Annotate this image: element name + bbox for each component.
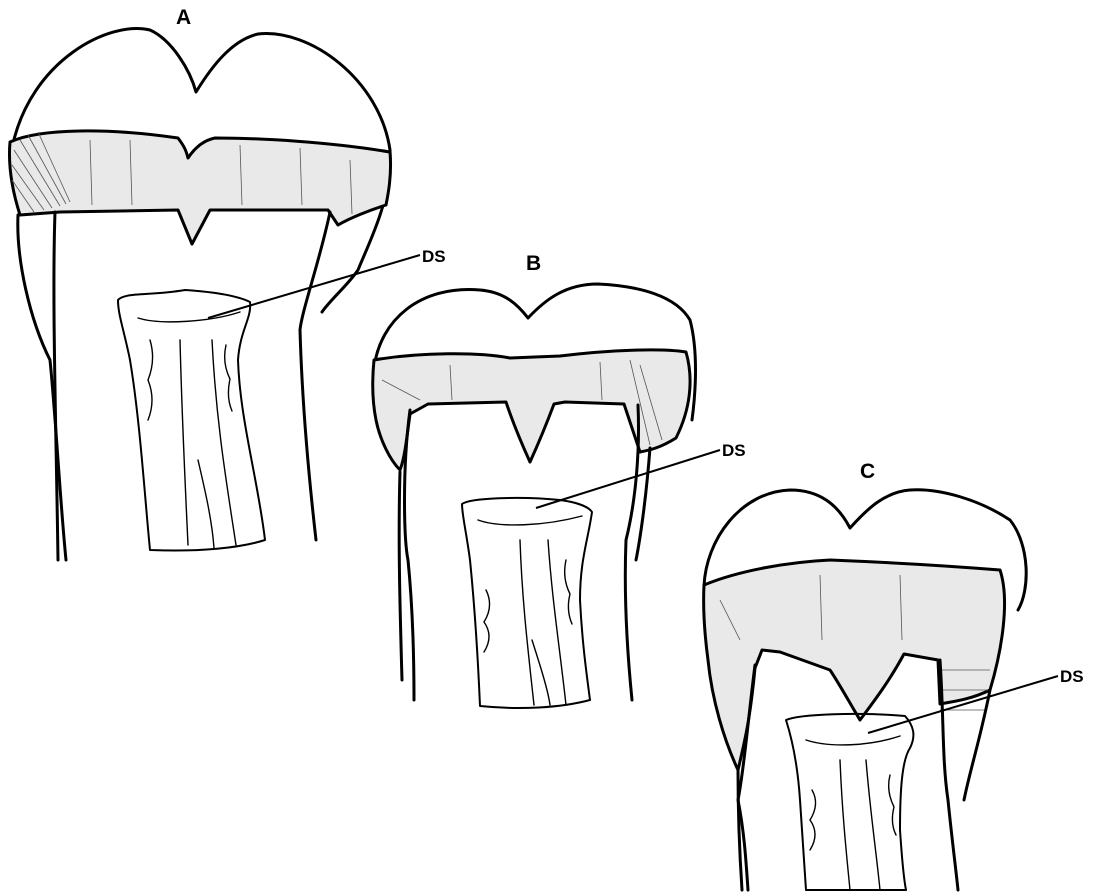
tooth-a-root-inner-left <box>54 212 58 560</box>
tooth-c-root-inner-right <box>964 690 990 800</box>
tooth-b-root-inner-left <box>399 472 402 680</box>
tooth-a-drawing-icon <box>9 28 390 560</box>
tooth-c-drawing-icon <box>704 490 1027 890</box>
tooth-b-follicle <box>462 498 592 708</box>
tooth-a-label: A <box>176 6 191 29</box>
tooth-c-dentin-band <box>704 560 1005 770</box>
tooth-b-drawing-icon <box>373 284 696 708</box>
tooth-b-ds-leader <box>536 450 720 508</box>
tooth-a-root-left <box>18 215 66 560</box>
tooth-a-root-inner-right <box>300 212 330 540</box>
tooth-a-dentin-band <box>9 131 390 244</box>
tooth-a-ds-leader <box>208 255 420 318</box>
tooth-b-dentin-band <box>373 350 690 470</box>
tooth-a-ds-label: DS <box>422 247 446 266</box>
tooth-b-label: B <box>526 252 541 275</box>
tooth-c-follicle <box>786 714 913 890</box>
tooth-c-label: C <box>860 460 875 483</box>
tooth-b-root-left <box>405 410 415 700</box>
tooth-c-ds-label: DS <box>1060 667 1084 686</box>
tooth-b-ds-label: DS <box>722 441 746 460</box>
tooth-a-follicle <box>118 290 265 551</box>
